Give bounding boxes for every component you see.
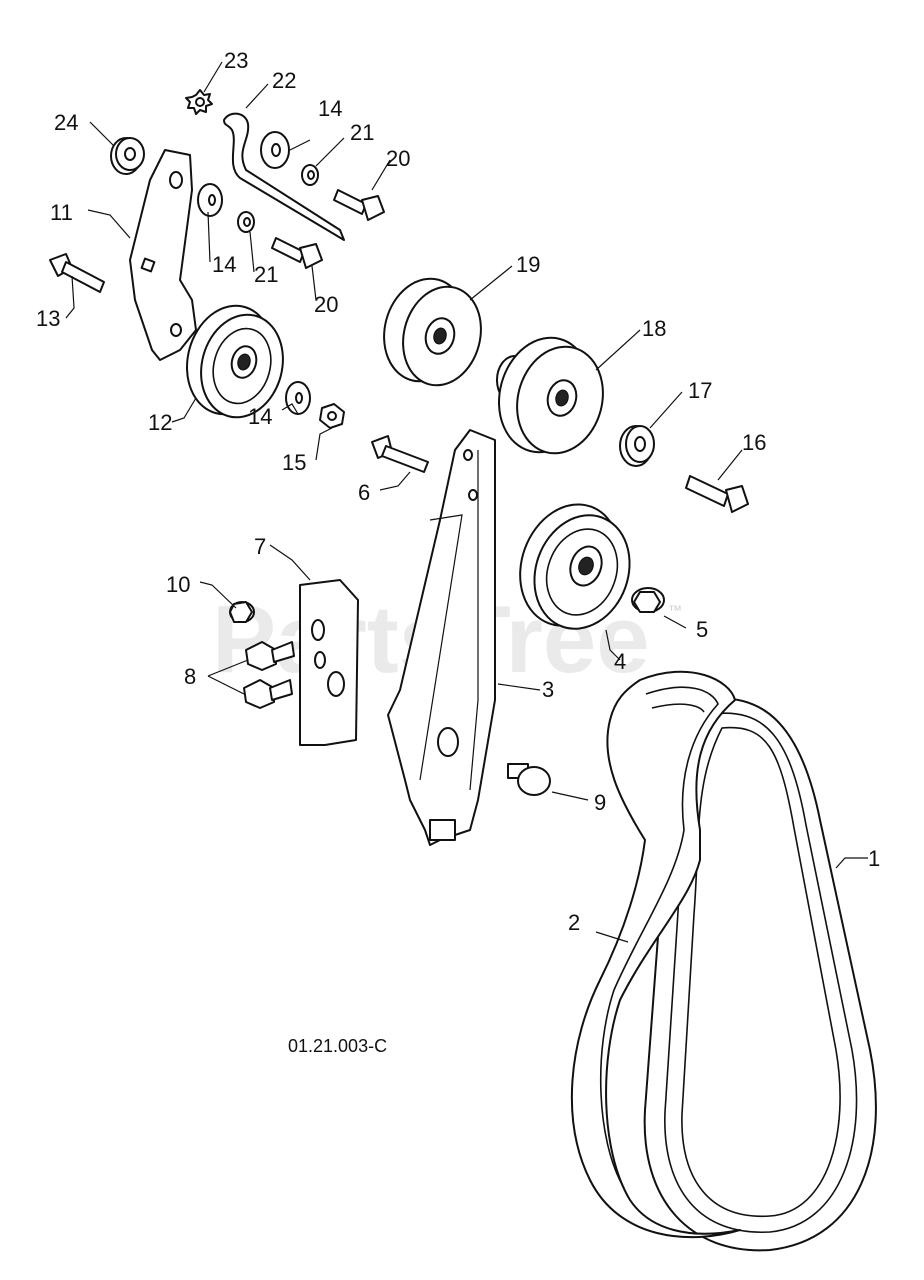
callout-23: 23 (224, 48, 248, 73)
screws-8[interactable] (243, 641, 295, 709)
callout-19: 19 (516, 252, 540, 277)
spacer-24[interactable] (110, 137, 145, 175)
arm-11[interactable] (129, 149, 197, 361)
callout-8: 8 (184, 664, 196, 689)
callout-24: 24 (54, 110, 78, 135)
bolt-20b[interactable] (271, 237, 323, 269)
bolt-16[interactable] (685, 475, 749, 513)
bolt-13[interactable] (49, 253, 105, 293)
pulley-4[interactable] (504, 490, 645, 642)
pulley-19[interactable] (373, 269, 492, 394)
figure-id: 01.21.003-C (288, 1036, 387, 1056)
lockwasher-21a[interactable] (301, 164, 319, 186)
callout-20a: 20 (386, 146, 410, 171)
callout-6: 6 (358, 480, 370, 505)
belt-2[interactable] (570, 670, 741, 1239)
lockwasher-21b[interactable] (237, 211, 255, 233)
spacer-17[interactable] (619, 425, 655, 467)
washer-14c[interactable] (285, 381, 311, 415)
washer-14b[interactable] (260, 131, 290, 169)
bolt-6[interactable] (371, 435, 429, 473)
callout-13: 13 (36, 306, 60, 331)
pulley-18[interactable] (487, 327, 615, 463)
callout-20b: 20 (314, 292, 338, 317)
callout-15: 15 (282, 450, 306, 475)
leader-lines (65, 61, 868, 943)
bolt-20a[interactable] (333, 189, 385, 221)
callout-21a: 21 (350, 120, 374, 145)
bolt-9[interactable] (507, 763, 551, 796)
bracket-3[interactable] (387, 429, 496, 846)
callout-5: 5 (696, 617, 708, 642)
callout-4: 4 (614, 649, 626, 674)
callout-7: 7 (254, 534, 266, 559)
callout-16: 16 (742, 430, 766, 455)
callout-1: 1 (868, 846, 880, 871)
nut-5[interactable] (631, 587, 665, 613)
washer-14a[interactable] (197, 183, 223, 217)
callout-3: 3 (542, 677, 554, 702)
callout-10: 10 (166, 572, 190, 597)
callout-14a: 14 (212, 252, 236, 277)
watermark-tm: ™ (668, 602, 682, 618)
callout-2: 2 (568, 910, 580, 935)
callout-17: 17 (688, 378, 712, 403)
callouts: 1 2 3 4 5 6 7 8 9 10 11 12 13 14 14 14 1… (36, 48, 880, 935)
nut-15[interactable] (319, 403, 345, 429)
pulley-12[interactable] (175, 296, 294, 427)
callout-21b: 21 (254, 262, 278, 287)
callout-12: 12 (148, 410, 172, 435)
starwasher-23[interactable] (185, 89, 213, 115)
callout-18: 18 (642, 316, 666, 341)
callout-22: 22 (272, 68, 296, 93)
callout-14b: 14 (318, 96, 342, 121)
callout-11: 11 (50, 200, 73, 225)
plate-7[interactable] (299, 579, 359, 746)
callout-9: 9 (594, 790, 606, 815)
callout-14c: 14 (248, 404, 272, 429)
rod-22[interactable] (223, 112, 345, 241)
